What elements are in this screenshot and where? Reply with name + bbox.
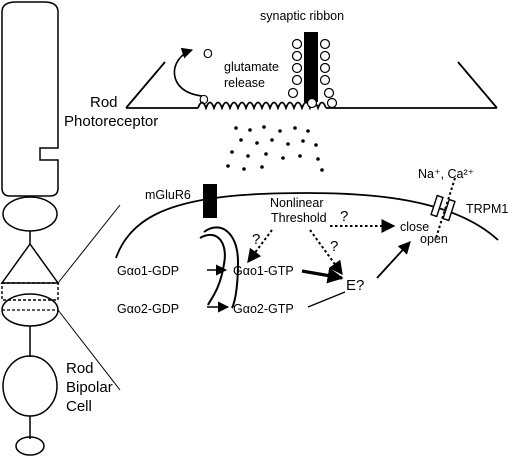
- question-mark-2: ?: [330, 238, 338, 255]
- vesicle-recycle-arrow: [173, 47, 203, 97]
- rod-photoreceptor-label-line1: Rod: [90, 94, 118, 111]
- zoom-lines: [57, 204, 121, 391]
- rod-photoreceptor-label-line2: Photoreceptor: [64, 113, 158, 130]
- rod-bipolar-label-line3: Cell: [66, 398, 92, 415]
- mglur6-receptor: [203, 184, 217, 218]
- rod-bipolar-label-line2: Bipolar: [66, 379, 113, 396]
- g-protein-cycle-arrows: [199, 226, 240, 313]
- go2-to-effector-line: [307, 291, 346, 308]
- effector-to-channel-arrow: [376, 241, 411, 279]
- question-mark-1: ?: [252, 231, 260, 248]
- vesicle-o-top: O: [203, 47, 213, 61]
- question-mark-3: ?: [340, 208, 348, 225]
- close-label: close: [400, 220, 429, 234]
- effector-label: E?: [346, 277, 364, 294]
- rod-bipolar-schematic: [1, 282, 59, 456]
- trpm1-channel: [430, 194, 456, 222]
- photoreceptor-terminal-membrane: [125, 61, 498, 111]
- go1-gtp-label: Gαo1-GTP: [233, 264, 294, 278]
- nonlinear-label-line1: Nonlinear: [270, 196, 324, 210]
- mglur6-label: mGluR6: [145, 188, 191, 202]
- rod-bipolar-label-line1: Rod: [66, 360, 94, 377]
- go1-to-effector-arrow: [301, 267, 344, 284]
- trpm1-label: TRPM1: [466, 202, 508, 216]
- glutamate-label-line2: release: [224, 76, 265, 90]
- ion-flow-dashed-line: [435, 177, 456, 239]
- vesicle-o-bottom: O: [199, 93, 209, 107]
- rod-photoreceptor-schematic: [0, 1, 60, 284]
- threshold-dashed-arrows: [247, 219, 396, 276]
- synaptic-ribbon-label: synaptic ribbon: [260, 9, 344, 23]
- nonlinear-label-line2: Threshold: [271, 211, 327, 225]
- glutamate-label-line1: glutamate: [224, 60, 279, 74]
- go2-gdp-label: Gαo2-GDP: [117, 302, 179, 316]
- synaptic-ribbon: [287, 32, 338, 109]
- na-ca-label: Na⁺, Ca²⁺: [418, 167, 474, 181]
- open-label: open: [420, 232, 448, 246]
- glutamate-molecules: [226, 125, 324, 172]
- go2-gtp-label: Gαo2-GTP: [233, 302, 294, 316]
- go1-gdp-label: Gαo1-GDP: [117, 264, 179, 278]
